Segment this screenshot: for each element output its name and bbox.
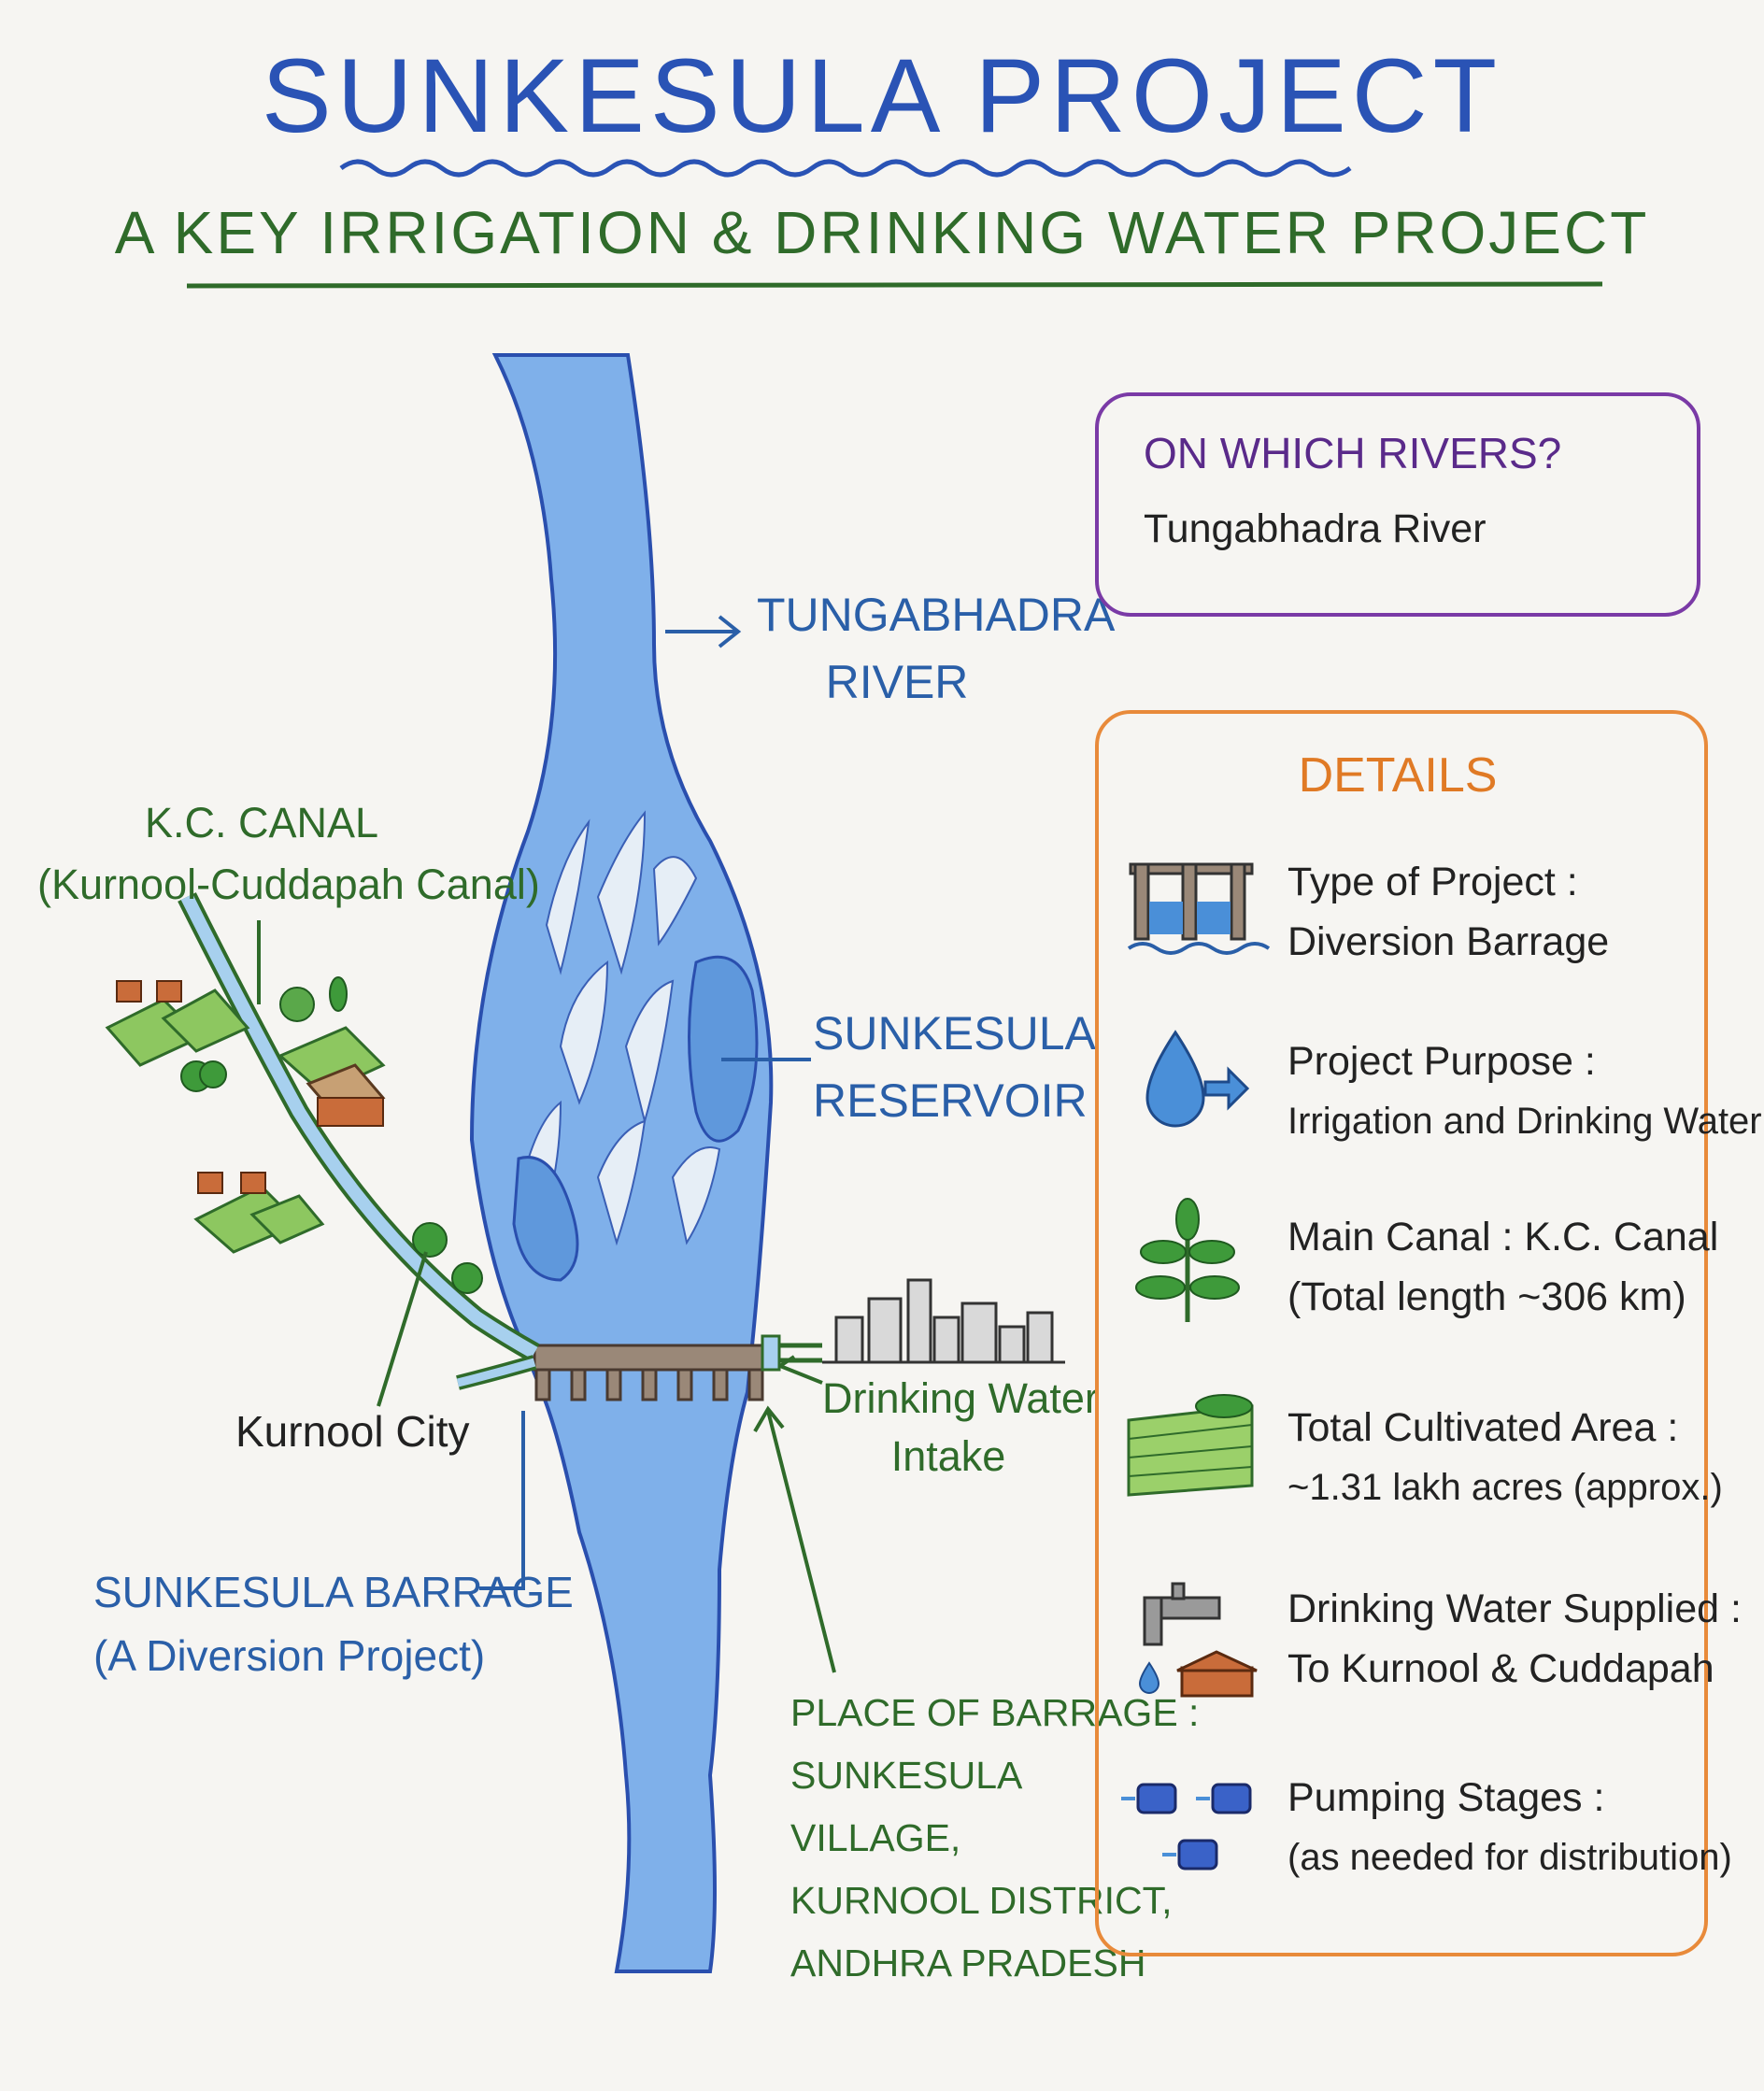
title-wave-underline xyxy=(339,159,1352,178)
barrage-icon xyxy=(1127,862,1271,955)
barrage-label: SUNKESULA BARRAGE(A Diversion Project) xyxy=(93,1568,574,1680)
detail-item-purpose: Project Purpose :Irrigation and Drinking… xyxy=(1287,1039,1762,1142)
pump-icon xyxy=(1121,1783,1252,1871)
river-islands xyxy=(521,810,721,1246)
villages-fields xyxy=(105,976,483,1294)
city-skyline xyxy=(822,1278,1065,1364)
detail-item-project-type: Type of Project :Diversion Barrage xyxy=(1287,860,1610,964)
detail-item-pumping: Pumping Stages :(as needed for distribut… xyxy=(1287,1775,1732,1878)
reservoir-pool-main xyxy=(688,955,759,1143)
page-subtitle: A KEY IRRIGATION & DRINKING WATER PROJEC… xyxy=(114,199,1650,266)
detail-item-main-canal: Main Canal : K.C. Canal(Total length ~30… xyxy=(1287,1215,1719,1319)
detail-item-drinking-water: Drinking Water Supplied :To Kurnool & Cu… xyxy=(1287,1586,1742,1691)
rivers-box xyxy=(1095,392,1700,617)
subtitle-underline xyxy=(186,281,1603,289)
rivers-box-heading: ON WHICH RIVERS? xyxy=(1144,429,1562,477)
details-box xyxy=(1095,710,1708,1956)
water-drop-icon xyxy=(1145,1030,1250,1128)
barrage-pointer xyxy=(479,1411,525,1590)
canal-label: K.C. CANAL(Kurnool-Cuddapah Canal) xyxy=(37,799,540,908)
field-icon xyxy=(1127,1394,1254,1497)
city-pointer xyxy=(377,1251,428,1407)
plant-icon xyxy=(1135,1198,1240,1322)
rivers-box-value: Tungabhadra River xyxy=(1144,506,1487,551)
place-pointer xyxy=(753,1405,836,1673)
barrage-structure xyxy=(533,1344,768,1401)
detail-item-cultivated-area: Total Cultivated Area :~1.31 lakh acres … xyxy=(1287,1405,1723,1508)
reservoir-pool-small xyxy=(512,1156,579,1282)
tap-icon xyxy=(1138,1582,1258,1698)
page-title: SUNKESULA PROJECT xyxy=(261,37,1503,154)
city-label: Kurnool City xyxy=(235,1407,470,1456)
intake-pointer xyxy=(778,1355,823,1385)
river-arrow xyxy=(665,615,742,648)
details-heading: DETAILS xyxy=(1298,748,1498,803)
